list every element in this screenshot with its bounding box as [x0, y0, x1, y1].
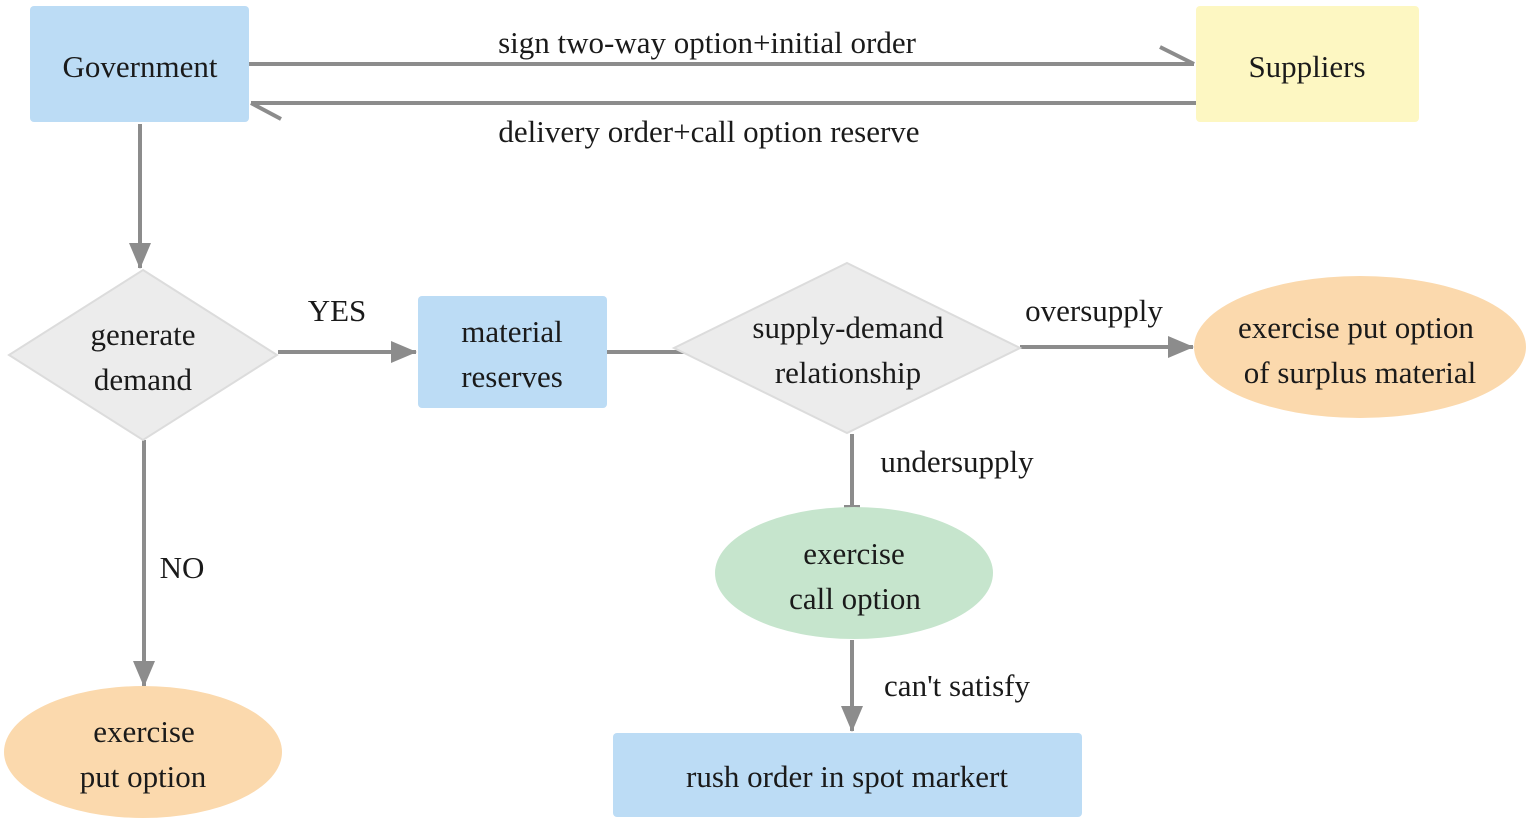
material-reserves-line2: reserves	[461, 359, 563, 394]
edge-label-sign-option: sign two-way option+initial order	[498, 25, 917, 60]
call-option-line1: exercise	[803, 536, 905, 571]
suppliers-label: Suppliers	[1248, 49, 1365, 84]
node-suppliers: Suppliers	[1196, 6, 1419, 122]
edge-suppliers-to-government-barb	[250, 101, 282, 121]
suppliers-box	[1196, 6, 1419, 122]
material-reserves-box	[418, 296, 607, 408]
call-option-ellipse	[715, 507, 993, 639]
government-label: Government	[63, 49, 218, 84]
supply-demand-diamond	[671, 261, 1023, 435]
put-option-line2: put option	[80, 759, 207, 794]
node-put-option-surplus: exercise put option of surplus material	[1194, 276, 1526, 418]
generate-demand-line1: generate	[91, 317, 196, 352]
edge-label-no: NO	[160, 550, 205, 585]
edge-label-oversupply: oversupply	[1025, 293, 1163, 328]
edge-government-to-suppliers-barb	[1159, 45, 1195, 66]
generate-demand-diamond	[7, 268, 279, 442]
node-material-reserves: material reserves	[418, 296, 607, 408]
put-option-ellipse	[4, 686, 282, 818]
node-call-option: exercise call option	[715, 507, 993, 639]
put-option-surplus-line2: of surplus material	[1244, 355, 1476, 390]
node-government: Government	[30, 6, 249, 122]
edge-label-undersupply: undersupply	[880, 444, 1034, 479]
rush-order-box	[613, 733, 1082, 817]
supply-demand-line2: relationship	[775, 355, 921, 390]
connectors	[129, 45, 1196, 732]
supply-demand-line1: supply-demand	[752, 310, 944, 345]
edge-label-delivery-order: delivery order+call option reserve	[498, 114, 919, 149]
edge-label-yes: YES	[308, 293, 367, 328]
material-reserves-line1: material	[461, 314, 563, 349]
node-put-option: exercise put option	[4, 686, 282, 818]
edge-label-cant-satisfy: can't satisfy	[884, 668, 1030, 703]
edge-labels: sign two-way option+initial order delive…	[160, 25, 1164, 703]
node-rush-order: rush order in spot markert	[613, 733, 1082, 817]
node-supply-demand: supply-demand relationship	[671, 261, 1023, 435]
government-box	[30, 6, 249, 122]
put-option-line1: exercise	[93, 714, 195, 749]
generate-demand-line2: demand	[94, 362, 193, 397]
rush-order-label: rush order in spot markert	[686, 759, 1008, 794]
node-generate-demand: generate demand	[7, 268, 279, 442]
put-option-surplus-line1: exercise put option	[1238, 310, 1474, 345]
call-option-line2: call option	[789, 581, 921, 616]
put-option-surplus-ellipse	[1194, 276, 1526, 418]
